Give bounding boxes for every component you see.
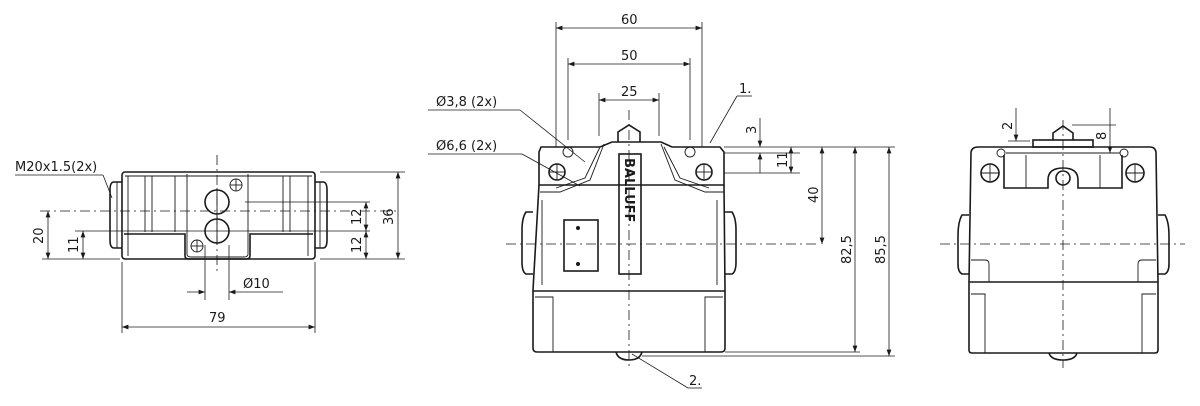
side-view: [940, 108, 1185, 368]
dim-85-5: 85,5: [874, 235, 889, 264]
dim-3: 3: [745, 126, 760, 134]
dim-25: 25: [621, 85, 638, 100]
callout-1: 1.: [739, 82, 751, 97]
dim-40: 40: [807, 186, 822, 203]
thread-label: M20x1.5(2x): [15, 160, 97, 175]
brand-logo-text: BALLUFF: [621, 158, 636, 222]
dim-79: 79: [209, 311, 226, 326]
dim-20: 20: [32, 227, 47, 244]
dim-8: 8: [1095, 132, 1110, 140]
callout-2: 2.: [689, 374, 701, 389]
dim-50: 50: [621, 49, 638, 64]
dim-60: 60: [621, 13, 638, 28]
hole-small-label: Ø3,8 (2x): [436, 95, 497, 110]
dim-12-lower: 12: [350, 236, 365, 253]
dim-11-front: 11: [776, 151, 791, 168]
dim-2: 2: [1001, 122, 1016, 130]
dim-82-5: 82,5: [840, 235, 855, 264]
dim-11-top: 11: [67, 236, 82, 253]
dim-dia10: Ø10: [243, 277, 270, 292]
hole-large-label: Ø6,6 (2x): [436, 139, 497, 154]
front-view: BALLUFF: [428, 22, 895, 389]
dim-12-upper: 12: [350, 208, 365, 225]
top-view: [15, 155, 405, 333]
dim-36: 36: [382, 208, 397, 225]
